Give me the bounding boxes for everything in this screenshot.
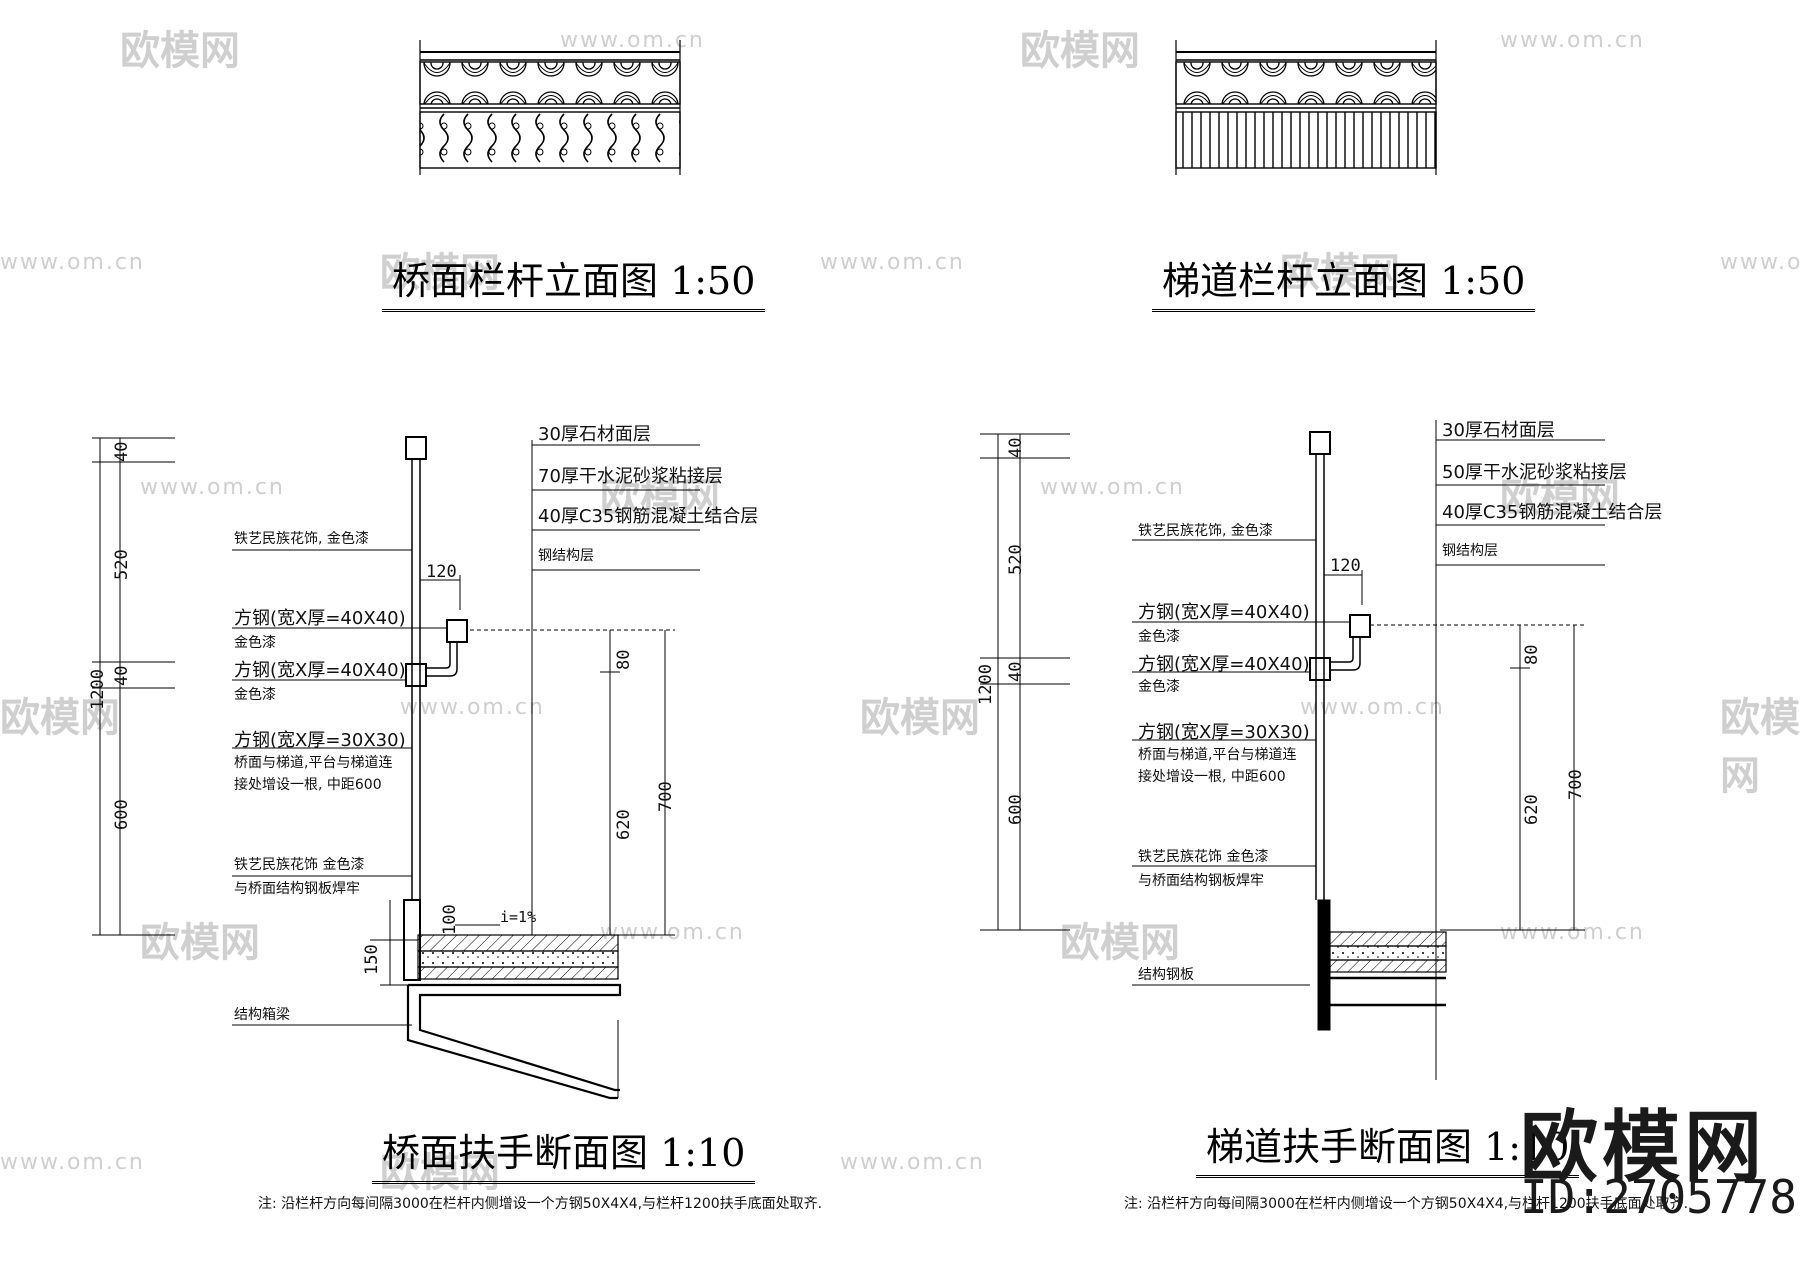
stair-post-note-1: 桥面与梯道,平台与梯道连 <box>1138 747 1297 763</box>
bridge-dim-80: 80 <box>614 649 634 670</box>
watermark-logo: 欧模网 <box>1020 28 1140 74</box>
stair-weld-1: 铁艺民族花饰 金色漆 <box>1138 849 1269 865</box>
watermark-url: www.om.cn <box>820 250 965 275</box>
bridge-dim-700: 700 <box>656 781 676 812</box>
bridge-dim-150: 150 <box>362 944 382 975</box>
bridge-dim-600: 600 <box>112 799 132 830</box>
stair-note: 注: 沿栏杆方向每间隔3000在栏杆内侧增设一个方钢50X4X4,与栏杆1200… <box>1124 1196 1689 1212</box>
watermark-url: www.om.cn <box>0 1150 145 1175</box>
stair-section-title: 梯道扶手断面图 1:10 <box>1196 1116 1580 1178</box>
stair-dim-40b: 40 <box>1006 661 1026 682</box>
bridge-iron-decor-label: 铁艺民族花饰, 金色漆 <box>234 531 369 547</box>
brand-logo-text: 欧模网 <box>1520 1103 1767 1193</box>
bridge-dim-100: 100 <box>440 904 460 935</box>
stair-square-steel-3: 方钢(宽X厚=30X30) <box>1138 722 1310 743</box>
watermark-url: www.om.cn <box>1720 250 1800 275</box>
stair-layer-3: 40厚C35钢筋混凝土结合层 <box>1442 502 1663 523</box>
watermark-url: www.om.cn <box>560 28 705 53</box>
stair-layer-1: 30厚石材面层 <box>1442 420 1555 441</box>
stair-iron-decor-label: 铁艺民族花饰, 金色漆 <box>1138 523 1273 539</box>
stair-dim-520: 520 <box>1006 544 1026 575</box>
stair-gold-1: 金色漆 <box>1138 629 1180 645</box>
watermark-logo: 欧模网 <box>1060 920 1180 966</box>
watermark-logo: 欧模网 <box>380 1150 500 1196</box>
stair-dim-1200: 1200 <box>976 664 996 705</box>
bridge-square-steel-3: 方钢(宽X厚=30X30) <box>234 730 406 751</box>
stair-square-steel-1: 方钢(宽X厚=40X40) <box>1138 602 1310 623</box>
bridge-note: 注: 沿栏杆方向每间隔3000在栏杆内侧增设一个方钢50X4X4,与栏杆1200… <box>258 1196 823 1212</box>
stair-dim-120: 120 <box>1330 556 1361 576</box>
bridge-dim-120: 120 <box>426 562 457 582</box>
bridge-gold-1: 金色漆 <box>234 635 276 651</box>
bridge-dim-40b: 40 <box>112 665 132 686</box>
watermark-url: www.om.cn <box>400 695 545 720</box>
bridge-post-note-1: 桥面与梯道,平台与梯道连 <box>234 755 393 771</box>
bridge-layer-3: 40厚C35钢筋混凝土结合层 <box>538 506 759 527</box>
stair-dim-620: 620 <box>1522 794 1542 825</box>
stair-elevation-title: 梯道栏杆立面图 1:50 <box>1152 250 1536 312</box>
stair-layer-2: 50厚干水泥砂浆粘接层 <box>1442 462 1627 483</box>
bridge-weld-1: 铁艺民族花饰 金色漆 <box>234 857 365 873</box>
watermark-logo: 欧模网 <box>1500 475 1620 521</box>
watermark-url: www.om.cn <box>600 920 745 945</box>
bridge-gold-2: 金色漆 <box>234 687 276 703</box>
bridge-dim-620: 620 <box>614 809 634 840</box>
bridge-dim-520: 520 <box>112 549 132 580</box>
stair-dim-80: 80 <box>1522 644 1542 665</box>
stair-weld-2: 与桥面结构钢板焊牢 <box>1138 873 1264 889</box>
bridge-weld-2: 与桥面结构钢板焊牢 <box>234 881 360 897</box>
bridge-dim-40a: 40 <box>112 441 132 462</box>
bridge-layer-1: 30厚石材面层 <box>538 424 651 445</box>
watermark-url: www.om.cn <box>0 250 145 275</box>
stair-railing-elevation <box>1175 40 1437 175</box>
brand-id: ID:2705778 <box>1520 1170 1797 1224</box>
bridge-section-title: 桥面扶手断面图 1:10 <box>372 1122 756 1184</box>
bridge-post-note-2: 接处增设一根, 中距600 <box>234 777 382 793</box>
stair-post-note-2: 接处增设一根, 中距600 <box>1138 769 1286 785</box>
bridge-layer-2: 70厚干水泥砂浆粘接层 <box>538 466 723 487</box>
watermark-url: www.om.cn <box>140 475 285 500</box>
watermark-url: www.om.cn <box>1040 475 1185 500</box>
watermark-logo: 欧模网 <box>1280 250 1400 296</box>
watermark-url: www.om.cn <box>840 1150 985 1175</box>
stair-dim-40a: 40 <box>1006 437 1026 458</box>
stair-gold-2: 金色漆 <box>1138 679 1180 695</box>
bridge-layer-4: 钢结构层 <box>538 548 594 564</box>
watermark-logo: 欧模网 <box>600 475 720 521</box>
stair-dim-600: 600 <box>1006 794 1026 825</box>
watermark-url: www.om.cn <box>1500 28 1645 53</box>
watermark-logo: 欧模网 <box>860 695 980 741</box>
watermark-logo: 欧模网 <box>140 920 260 966</box>
bridge-dim-1200: 1200 <box>88 669 108 710</box>
stair-plate-label: 结构钢板 <box>1138 967 1194 983</box>
stair-layer-4: 钢结构层 <box>1442 543 1498 559</box>
bridge-slope: i=1% <box>500 908 537 926</box>
stair-dim-700: 700 <box>1566 769 1586 800</box>
bridge-square-steel-2: 方钢(宽X厚=40X40) <box>234 660 406 681</box>
bridge-square-steel-1: 方钢(宽X厚=40X40) <box>234 608 406 629</box>
stair-handrail-section <box>980 420 1605 1080</box>
bridge-railing-elevation <box>419 40 681 175</box>
watermark-logo: 欧模网 <box>380 250 500 296</box>
watermark-url: www.om.cn <box>1500 920 1645 945</box>
bridge-elevation-title: 桥面栏杆立面图 1:50 <box>382 250 766 312</box>
bridge-handrail-section <box>92 436 700 1100</box>
watermark-logo: 欧模网 <box>1720 695 1800 799</box>
bridge-beam-label: 结构箱梁 <box>234 1007 290 1023</box>
watermark-logo: 欧模网 <box>120 28 240 74</box>
stair-square-steel-2: 方钢(宽X厚=40X40) <box>1138 654 1310 675</box>
